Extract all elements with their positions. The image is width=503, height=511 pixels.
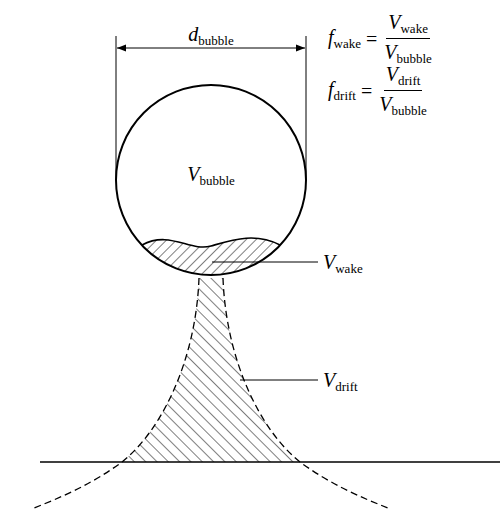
equals-sign: = [361,81,372,101]
surface-line [40,461,500,462]
bubble-outline [116,85,306,275]
symbol-group: Vbubble [384,42,432,65]
symbol-subscript: wake [335,262,362,275]
denominator: Vbubble [382,39,434,65]
symbol-group: dbubble [188,24,233,47]
symbol-subscript: bubble [391,104,426,117]
symbol-subscript: drift [335,380,357,393]
extension-line [306,36,307,180]
symbol-group: Vwake [323,252,363,275]
symbol-group: Vbubble [379,94,427,117]
symbol-letter: f [328,27,334,47]
fraction-formula: fwake=VwakeVbubble [328,12,434,65]
symbol-subscript: wake [334,37,361,50]
equals-sign: = [366,29,377,49]
fraction: VdriftVbubble [377,64,429,117]
symbol-group: Vdrift [323,370,358,393]
symbol-subscript: bubble [198,34,233,47]
denominator: Vbubble [377,91,429,117]
symbol-label: Vbubble [187,164,235,187]
symbol-group: fwake [328,27,361,50]
drift-boundary [223,278,388,508]
dimension-line [117,48,305,49]
symbol-letter: f [328,79,334,99]
symbol-subscript: drift [334,89,356,102]
symbol-subscript: wake [400,22,427,35]
symbol-letter: V [323,370,335,390]
numerator: Vwake [386,12,430,39]
drift-boundary [34,278,199,508]
symbol-label: Vdrift [323,370,358,393]
symbol-subscript: drift [398,74,420,87]
symbol-subscript: bubble [199,174,234,187]
symbol-letter: V [388,12,400,32]
symbol-letter: d [188,24,198,44]
symbol-label: Vwake [323,252,363,275]
symbol-letter: V [379,94,391,114]
wake-boundary [142,238,280,247]
symbol-letter: V [323,252,335,272]
fraction-formula: fdrift=VdriftVbubble [328,64,429,117]
numerator: Vdrift [384,64,423,91]
symbol-letter: V [384,42,396,62]
symbol-group: fdrift [328,79,356,102]
fraction: VwakeVbubble [382,12,434,65]
wake-hatch [142,238,280,275]
leader-line [240,380,318,381]
symbol-group: Vbubble [187,164,235,187]
symbol-letter: V [187,164,199,184]
symbol-group: Vdrift [386,64,421,87]
extension-line [116,36,117,180]
leader-line [212,262,318,263]
symbol-label: dbubble [188,24,233,47]
symbol-letter: V [386,64,398,84]
symbol-group: Vwake [388,12,428,35]
